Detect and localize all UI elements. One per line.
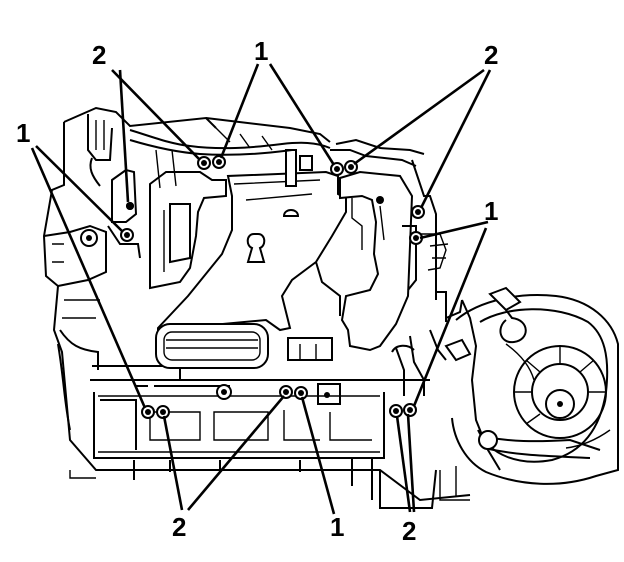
fastener-2-left — [126, 202, 134, 210]
callout-1-right: 1 — [484, 196, 498, 226]
leader-lines — [30, 63, 492, 515]
lower-case — [69, 365, 437, 509]
callout-2-top-right: 2 — [484, 40, 498, 70]
callout-2-bottom-right: 2 — [402, 516, 416, 546]
right-air-duct — [330, 138, 449, 396]
callout-1-bottom-center: 1 — [330, 512, 344, 542]
upper-air-duct — [149, 149, 347, 369]
callout-2-bottom-left: 2 — [172, 512, 186, 542]
callout-1-top-center: 1 — [254, 36, 268, 66]
callout-2-top-left: 2 — [92, 40, 106, 70]
blower-fan — [429, 286, 619, 501]
callout-1-left: 1 — [16, 118, 30, 148]
callout-labels: 2 1 2 1 1 2 1 2 — [16, 36, 498, 546]
fasteners — [126, 155, 425, 419]
top-harness — [129, 117, 331, 156]
